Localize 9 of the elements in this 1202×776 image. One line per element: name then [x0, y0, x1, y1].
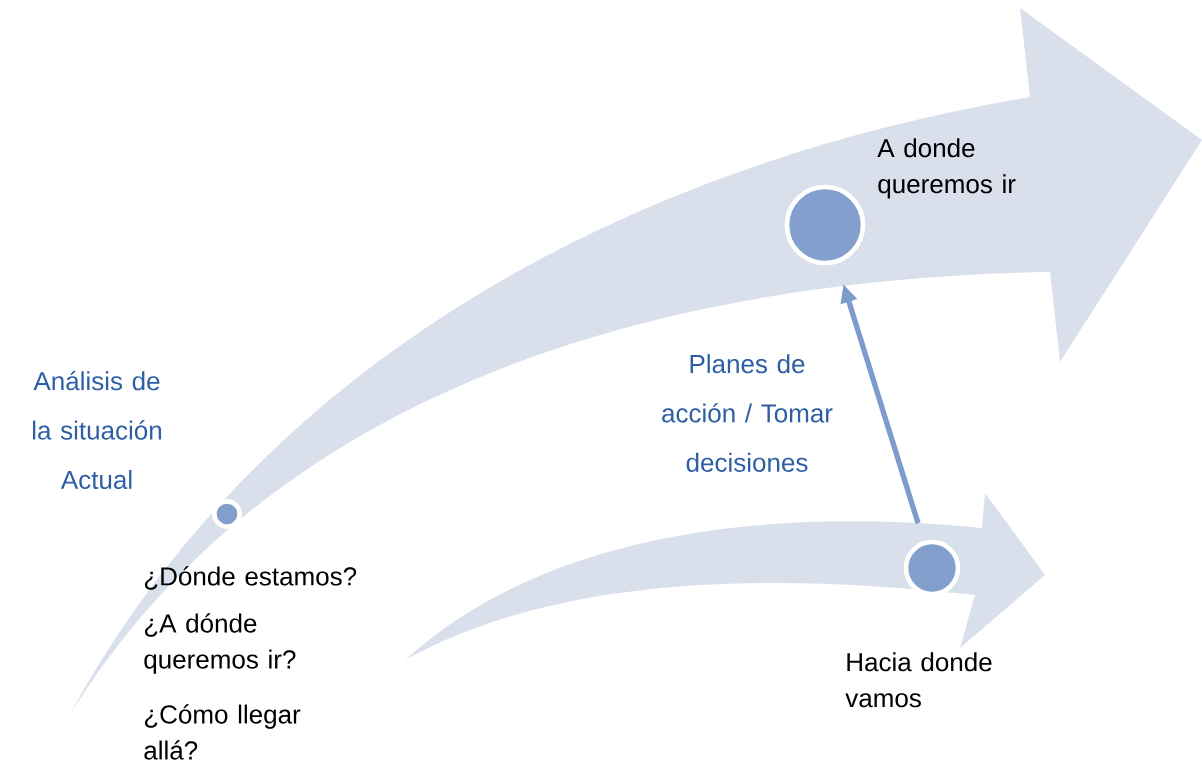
edge-label: Planes de acción / Tomar decisiones [662, 354, 833, 472]
question-text: ¿Cómo llegar allá? [144, 704, 301, 760]
node-caption: Hacia donde vamos [845, 652, 992, 708]
circle-marker [212, 499, 242, 529]
node-caption: A donde queremos ir [877, 138, 1016, 199]
circle-marker [784, 184, 866, 266]
question-text: ¿A dónde queremos ir? [144, 613, 296, 674]
question-text: ¿Dónde estamos? [144, 566, 357, 590]
heading-text: Análisis de la situación Actual [33, 371, 162, 490]
